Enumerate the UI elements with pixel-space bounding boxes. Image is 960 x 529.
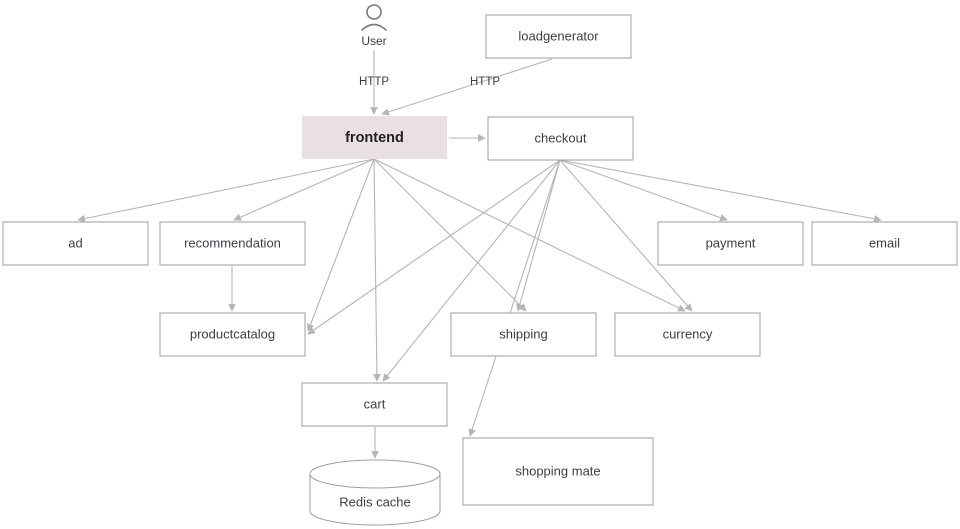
node-email[interactable]: email [811, 221, 958, 266]
node-frontend-box[interactable] [302, 116, 447, 159]
user-person-icon-head [366, 4, 382, 20]
edge-frontend-recommendation [233, 158, 375, 221]
node-payment-label: payment [706, 235, 756, 250]
node-ad-label: ad [68, 235, 82, 250]
node-recommendation-label: recommendation [184, 235, 281, 250]
edge-checkout-shoppingmate [468, 159, 561, 437]
node-cart-label: cart [364, 396, 386, 411]
node-shopping-mate-box[interactable] [462, 437, 654, 506]
edge-checkout-productcatalog [307, 159, 561, 335]
node-redis-cache-cylinder-top [309, 459, 441, 489]
node-loadgenerator[interactable]: loadgenerator [485, 14, 632, 59]
node-productcatalog[interactable]: productcatalog [159, 312, 306, 357]
node-checkout[interactable]: checkout [487, 116, 634, 161]
node-checkout-box[interactable] [487, 116, 634, 161]
node-cart-box[interactable] [301, 382, 448, 427]
node-payment-box[interactable] [657, 221, 804, 266]
edge-loadgenerator-frontend [381, 58, 553, 116]
edge-checkout-currency [559, 159, 693, 312]
node-loadgenerator-box[interactable] [485, 14, 632, 59]
edge-checkout-email [559, 159, 882, 223]
node-recommendation-box[interactable] [159, 221, 306, 266]
node-checkout-label: checkout [534, 130, 586, 145]
node-shopping-mate[interactable]: shopping mate [462, 437, 654, 506]
node-ad-box[interactable] [2, 221, 149, 266]
edge-label-loadgenerator-http: HTTP [470, 76, 500, 88]
node-redis-cache-label: Redis cache [339, 494, 411, 509]
edge-frontend-productcatalog [306, 158, 375, 332]
node-shipping[interactable]: shipping [450, 312, 597, 357]
edge-label-user-http: HTTP [359, 76, 389, 88]
user-person-icon-body [361, 23, 387, 31]
node-currency[interactable]: currency [614, 312, 761, 357]
node-email-label: email [869, 235, 900, 250]
node-payment[interactable]: payment [657, 221, 804, 266]
edge-checkout-payment [559, 159, 728, 222]
edge-frontend-ad [77, 158, 375, 223]
edge-frontend-cart [373, 158, 381, 382]
node-shipping-box[interactable] [450, 312, 597, 357]
node-frontend-label: frontend [345, 130, 404, 146]
node-currency-box[interactable] [614, 312, 761, 357]
edge-layer [77, 50, 882, 459]
node-email-box[interactable] [811, 221, 958, 266]
node-currency-label: currency [663, 326, 713, 341]
node-cart[interactable]: cart [301, 382, 448, 427]
edge-frontend-shipping [373, 158, 527, 312]
node-shipping-label: shipping [499, 326, 547, 341]
node-loadgenerator-label: loadgenerator [518, 28, 599, 43]
node-recommendation[interactable]: recommendation [159, 221, 306, 266]
node-ad[interactable]: ad [2, 221, 149, 266]
actor-user: User [361, 4, 387, 48]
node-shopping-mate-label: shopping mate [515, 463, 600, 478]
edge-checkout-cart [382, 159, 561, 382]
actor-user-label: User [361, 34, 386, 48]
node-frontend[interactable]: frontend [302, 116, 447, 159]
edge-checkout-shipping [516, 159, 561, 312]
node-productcatalog-label: productcatalog [190, 326, 275, 341]
node-redis-cache-cylinder-body[interactable] [309, 473, 441, 526]
node-productcatalog-box[interactable] [159, 312, 306, 357]
edge-frontend-currency [373, 158, 686, 312]
node-redis-cache[interactable]: Redis cache [309, 459, 441, 526]
